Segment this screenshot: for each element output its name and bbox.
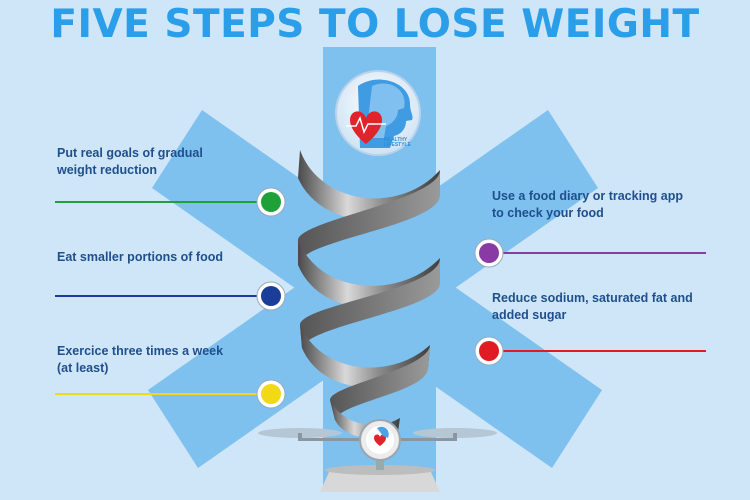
step-food-diary-line-1: Use a food diary or tracking app xyxy=(492,189,684,203)
step-goals: Put real goals of gradual weight reducti… xyxy=(57,145,203,179)
logo-line-2: LIFESTYLE xyxy=(384,142,411,148)
step-portions-line-1: Eat smaller portions of food xyxy=(57,250,223,264)
step-exercise-line-2: (at least) xyxy=(57,361,109,375)
step-goals-line-1: Put real goals of gradual xyxy=(57,146,203,160)
head-profile-heart-icon xyxy=(335,70,421,156)
page-title: FIVE STEPS TO LOSE WEIGHT xyxy=(50,2,700,47)
step-food-diary: Use a food diary or tracking app to chec… xyxy=(492,188,683,222)
step-reduce-sodium: Reduce sodium, saturated fat and added s… xyxy=(492,290,693,324)
connector-lines xyxy=(55,201,706,395)
logo-line-1: HEALTHY xyxy=(384,137,408,143)
step-exercise-line-1: Exercice three times a week xyxy=(57,344,224,358)
step-reduce-sodium-line-2: added sugar xyxy=(492,308,567,322)
scale-graphic xyxy=(258,419,497,492)
step-portions: Eat smaller portions of food xyxy=(57,249,223,266)
step-reduce-sodium-line-1: Reduce sodium, saturated fat and xyxy=(492,291,693,305)
step-exercise: Exercice three times a week (at least) xyxy=(57,343,223,377)
spiral-snake xyxy=(298,150,440,438)
step-food-diary-line-2: to check your food xyxy=(492,206,604,220)
logo-label: HEALTHY LIFESTYLE xyxy=(384,138,411,148)
step-goals-line-2: weight reduction xyxy=(57,163,157,177)
step-markers xyxy=(256,187,504,409)
